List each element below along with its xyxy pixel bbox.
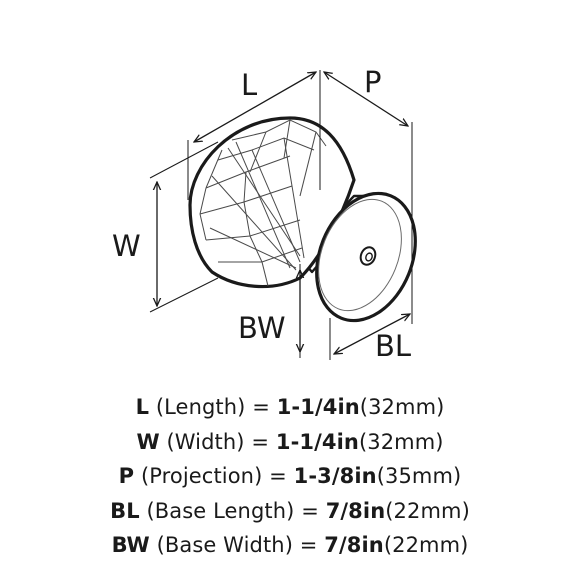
spec-code: L: [135, 395, 150, 419]
label-projection: P: [364, 65, 382, 99]
spec-equals: =: [299, 533, 318, 557]
spec-row-width: W (Width) = 1-1/4in(32mm): [0, 425, 580, 460]
length-dimension-line: [194, 72, 316, 142]
spec-inches: 1-1/4in: [275, 429, 359, 454]
spec-inches: 1-3/8in: [293, 464, 377, 488]
spec-name: (Base Width): [156, 533, 293, 557]
spec-metric: (35mm): [376, 464, 462, 488]
spec-name: (Projection): [140, 464, 263, 488]
spec-metric: (22mm): [383, 533, 469, 557]
spec-code: BW: [111, 533, 150, 557]
spec-code: P: [118, 464, 135, 488]
projection-dimension-line: [324, 72, 408, 126]
spec-inches: 7/8in: [324, 533, 384, 557]
spec-equals: =: [301, 498, 319, 523]
spec-name: (Base Length): [146, 498, 295, 523]
spec-name: (Width): [166, 429, 245, 454]
label-base-width: BW: [238, 311, 286, 345]
spec-metric: (32mm): [359, 395, 445, 419]
spec-row-projection: P (Projection) = 1-3/8in(35mm): [0, 459, 580, 494]
spec-equals: =: [252, 395, 270, 419]
spec-equals: =: [251, 429, 270, 454]
knob-dimension-drawing: L P W BW BL: [112, 65, 417, 363]
spec-row-base-length: BL (Base Length) = 7/8in(22mm): [0, 494, 580, 529]
label-base-length: BL: [375, 329, 411, 363]
spec-row-base-width: BW (Base Width) = 7/8in(22mm): [0, 528, 580, 563]
spec-metric: (32mm): [358, 429, 444, 454]
base-length-dimension-line: [334, 314, 410, 354]
label-length: L: [241, 68, 257, 102]
spec-metric: (22mm): [385, 498, 470, 523]
spec-code: BL: [110, 498, 140, 523]
spec-name: (Length): [155, 395, 246, 419]
spec-inches: 1-1/4in: [276, 395, 360, 419]
spec-inches: 7/8in: [325, 498, 386, 523]
crystal-knob-icon: [188, 116, 417, 323]
spec-code: W: [136, 429, 160, 454]
spec-row-length: L (Length) = 1-1/4in(32mm): [0, 390, 580, 425]
label-width: W: [112, 229, 141, 263]
spec-equals: =: [269, 464, 287, 488]
dimension-spec-list: L (Length) = 1-1/4in(32mm) W (Width) = 1…: [0, 390, 580, 563]
